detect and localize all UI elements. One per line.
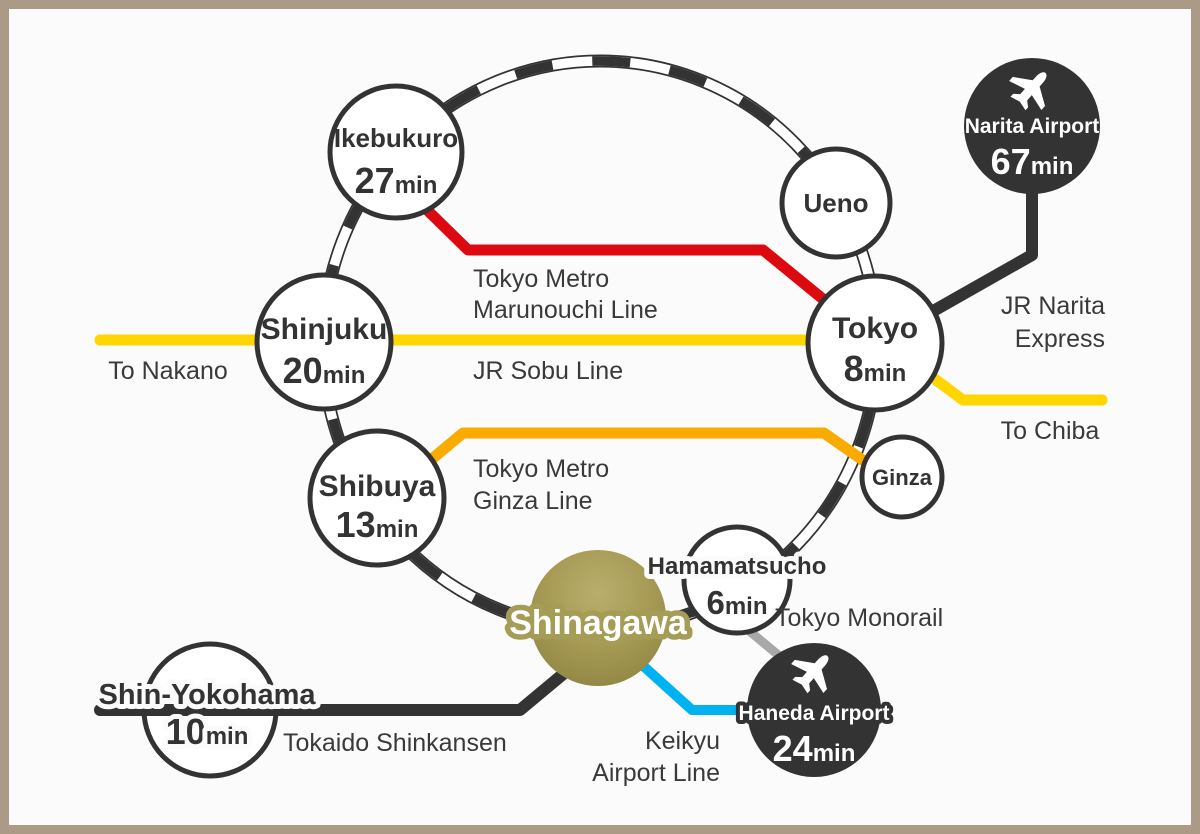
station-shibuya-label: Shibuya xyxy=(319,470,436,503)
station-shinjuku-time: 20min xyxy=(283,350,366,391)
station-shibuya-circle xyxy=(307,428,447,568)
station-narita-airport-circle xyxy=(964,58,1100,194)
station-shibuya-time: 13min xyxy=(336,504,419,545)
station-ueno-circle xyxy=(779,146,893,260)
narita-express-track xyxy=(925,188,1038,320)
station-narita-airport-label: Narita Airport xyxy=(965,115,1100,138)
station-ikebukuro-label: Ikebukuro xyxy=(334,123,458,153)
sobu-line-track-east xyxy=(918,365,1108,406)
ginza-line-label-line1: Tokyo Metro xyxy=(473,455,609,483)
station-labels: Ikebukuro 27min Shinjuku 20min Shibuya 1… xyxy=(94,115,1100,769)
ginza-line-label-line2: Ginza Line xyxy=(473,487,593,515)
station-narita-airport-time: 67min xyxy=(991,141,1074,182)
station-shinjuku-label: Shinjuku xyxy=(261,313,388,346)
loop-dash-stub xyxy=(660,606,700,626)
station-shin-yokohama-time: 10min xyxy=(166,711,249,752)
station-shinagawa-circle xyxy=(530,550,666,686)
monorail-label: Tokyo Monorail xyxy=(775,604,943,632)
station-ginza-label: Ginza xyxy=(872,465,933,490)
station-shinjuku-circle xyxy=(254,272,394,412)
keikyu-line-track xyxy=(626,650,772,715)
keikyu-line-label-line1: Keikyu xyxy=(645,727,720,755)
sobu-east-destination-label: To Chiba xyxy=(1001,417,1100,445)
station-shin-yokohama-label: Shin-Yokohama xyxy=(99,679,317,711)
shinkansen-label: Tokaido Shinkansen xyxy=(283,729,507,757)
marunouchi-line-label-line2: Marunouchi Line xyxy=(473,296,658,324)
narita-express-label-line1: JR Narita xyxy=(1001,292,1105,320)
station-haneda-airport-circle xyxy=(747,643,881,777)
marunouchi-line-track xyxy=(416,199,844,318)
station-haneda-airport-time: 24min xyxy=(773,728,856,769)
shinkansen-track xyxy=(94,659,580,716)
station-hamamatsucho-label: Hamamatsucho xyxy=(648,553,827,580)
marunouchi-line-label-line1: Tokyo Metro xyxy=(473,265,609,293)
station-ueno-label: Ueno xyxy=(804,188,869,218)
line-labels: To Nakano Tokyo Metro Marunouchi Line JR… xyxy=(108,265,1105,787)
station-shinagawa-label: Shinagawa xyxy=(509,604,688,642)
station-hamamatsucho-time: 6min xyxy=(706,584,767,621)
station-ikebukuro-time: 27min xyxy=(355,160,438,201)
sobu-line-label: JR Sobu Line xyxy=(473,357,623,385)
narita-express-label-line2: Express xyxy=(1015,325,1105,353)
station-hamamatsucho-circle xyxy=(681,524,793,636)
keikyu-line-label-line2: Airport Line xyxy=(592,759,720,787)
station-tokyo-time: 8min xyxy=(844,348,907,389)
ginza-line-track xyxy=(416,427,878,474)
sobu-west-destination-label: To Nakano xyxy=(108,357,228,385)
station-ikebukuro-circle xyxy=(327,83,465,221)
station-ginza-circle xyxy=(859,434,945,520)
station-tokyo-circle xyxy=(805,273,945,413)
station-tokyo-label: Tokyo xyxy=(832,312,918,345)
station-haneda-airport-label: Haneda Airport xyxy=(739,702,890,725)
